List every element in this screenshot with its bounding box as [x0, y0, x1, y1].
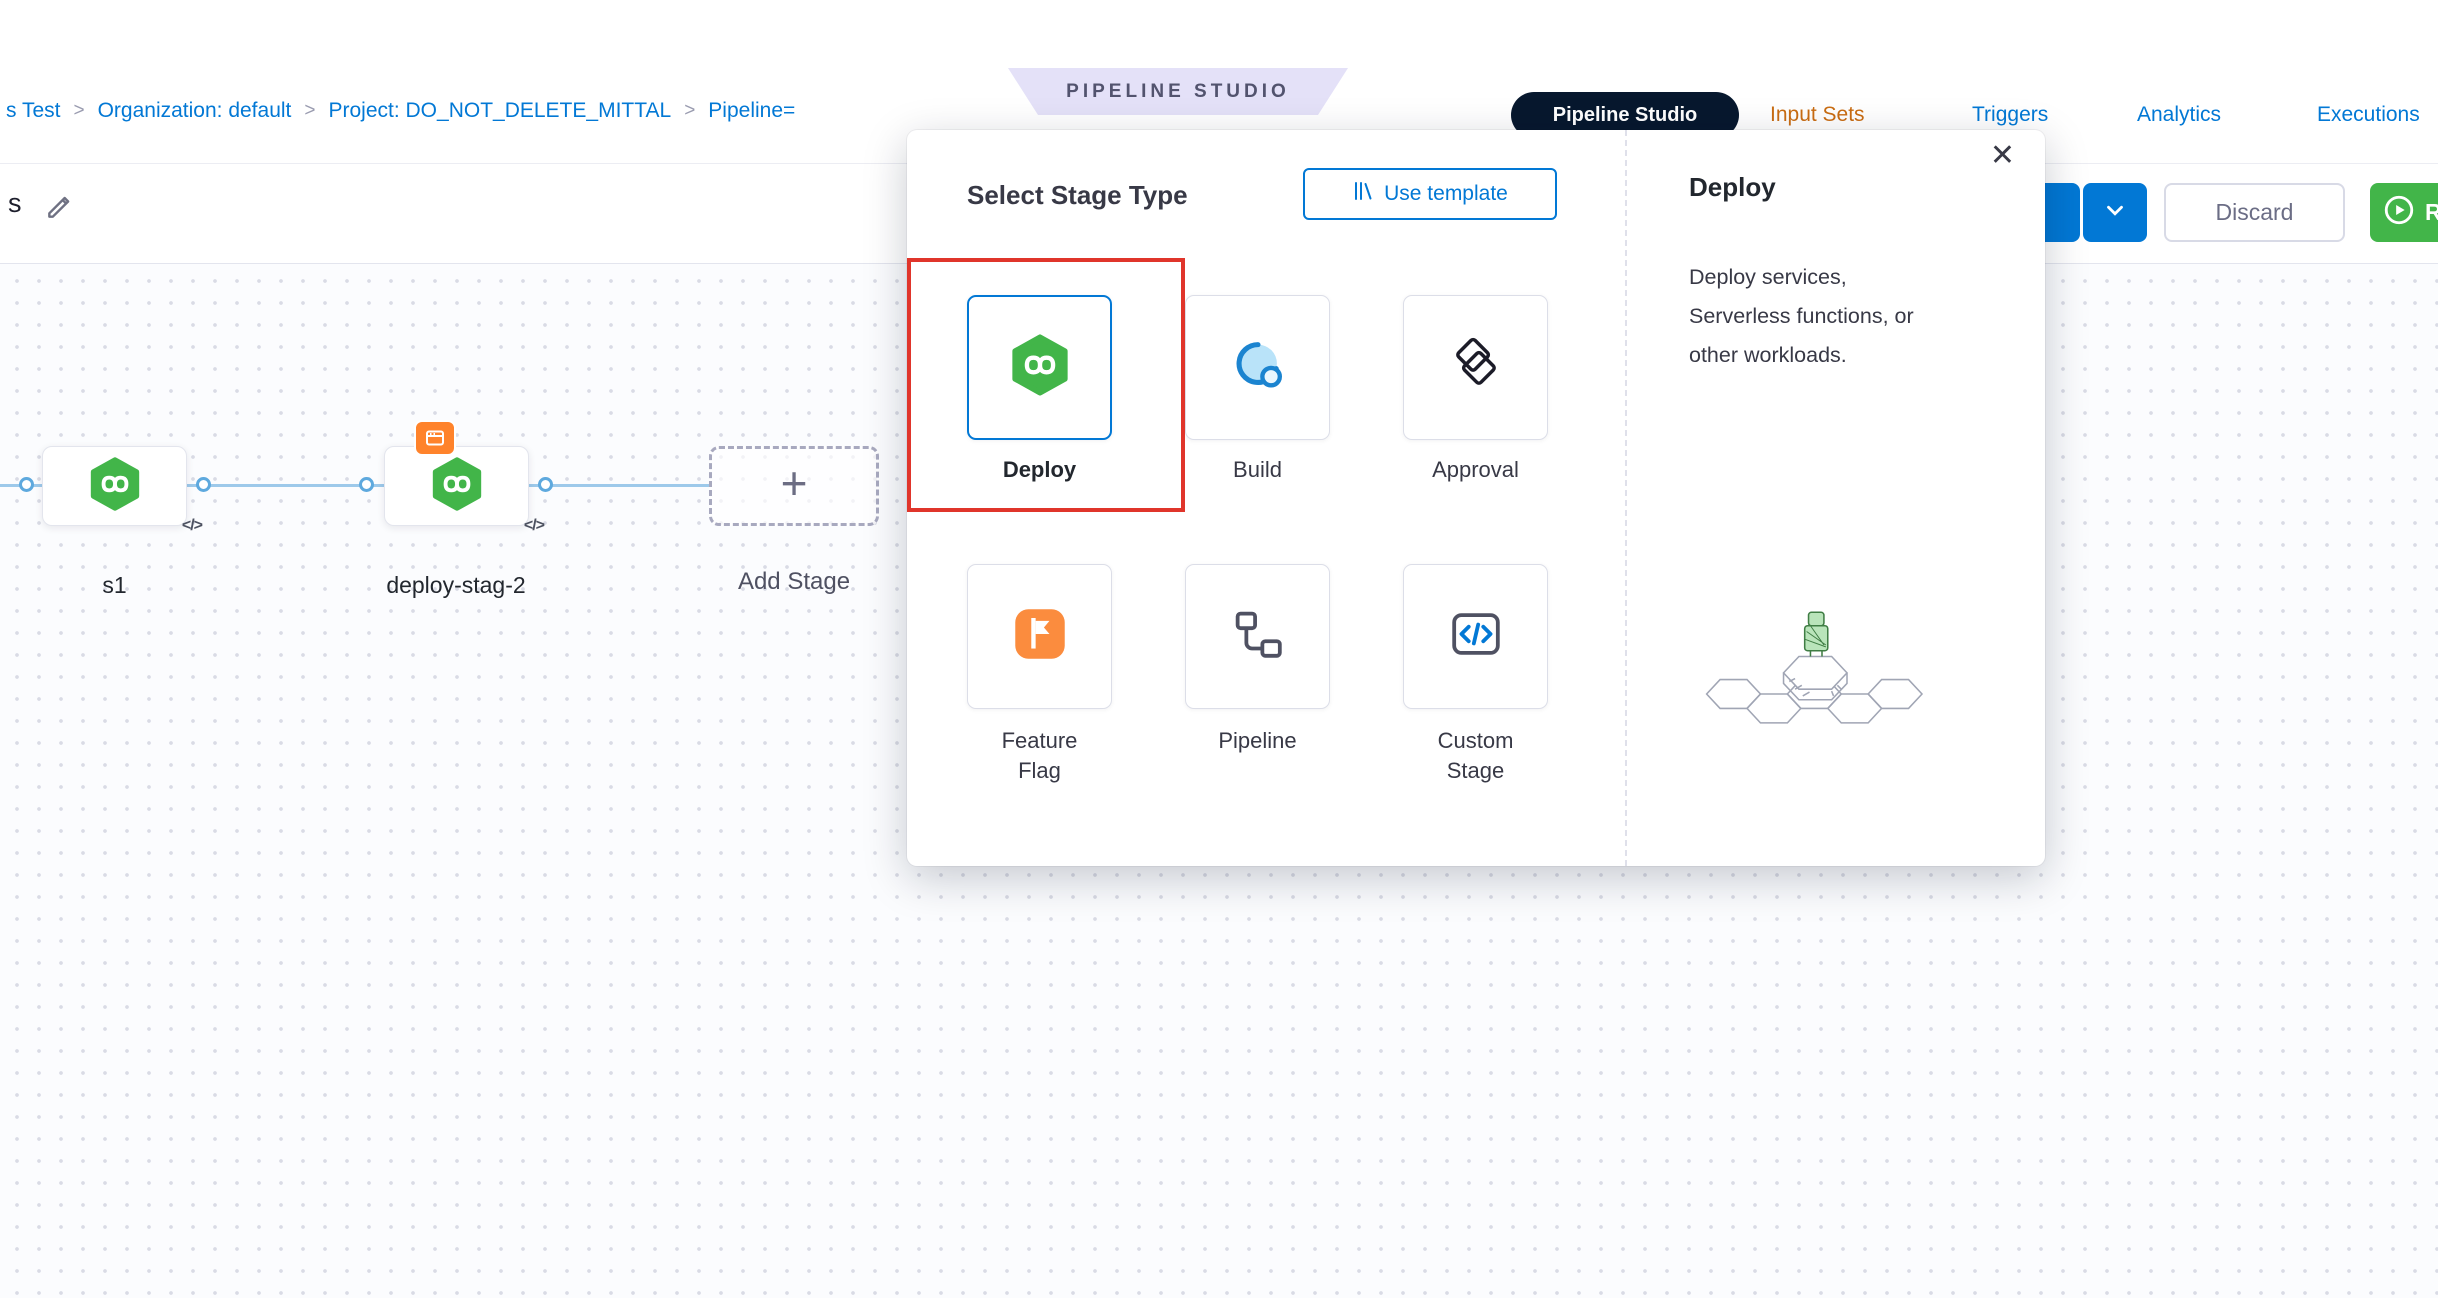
- deploy-stage-icon: [1008, 333, 1072, 402]
- use-template-button[interactable]: Use template: [1303, 168, 1557, 220]
- pipeline-studio-ribbon: PIPELINE STUDIO: [1008, 68, 1348, 115]
- stage-warning-badge-icon: [414, 420, 456, 456]
- stage-type-card-pipeline[interactable]: [1185, 564, 1330, 709]
- chevron-down-icon: [2102, 197, 2128, 228]
- nav-link-analytics[interactable]: Analytics: [2137, 103, 2221, 127]
- code-view-icon[interactable]: </>: [524, 517, 544, 535]
- stage-type-label-custom-stage: Custom Stage: [1420, 726, 1531, 786]
- select-stage-type-modal: Select Stage Type Use template Deploy: [907, 130, 2045, 866]
- stage-type-card-feature-flag[interactable]: [967, 564, 1112, 709]
- pipeline-name-fragment: s: [8, 188, 22, 219]
- nav-link-triggers[interactable]: Triggers: [1972, 103, 2048, 127]
- stage-name-label: s1: [42, 572, 187, 599]
- nav-link-executions[interactable]: Executions: [2317, 103, 2420, 127]
- stage-type-card-build[interactable]: [1185, 295, 1330, 440]
- deploy-hexagon-illustration: [1697, 595, 1947, 748]
- edit-pencil-icon[interactable]: [44, 190, 78, 224]
- custom-stage-icon: [1444, 602, 1508, 671]
- build-stage-icon: [1226, 333, 1290, 402]
- pipeline-stage-icon: [1226, 602, 1290, 671]
- stage-node-deploy-stag-2[interactable]: </>: [384, 446, 529, 526]
- breadcrumb-item[interactable]: s Test: [6, 99, 60, 123]
- stage-type-card-approval[interactable]: [1403, 295, 1548, 440]
- plus-icon: +: [781, 460, 808, 506]
- breadcrumb-item-organization[interactable]: Organization: default: [98, 99, 292, 123]
- stage-type-label-deploy: Deploy: [967, 455, 1112, 485]
- stage-type-label-feature-flag: Feature Flag: [984, 726, 1095, 786]
- stage-type-card-deploy[interactable]: [967, 295, 1112, 440]
- connector-node: [538, 477, 553, 492]
- breadcrumb-separator: >: [73, 100, 84, 122]
- connector-node: [19, 477, 34, 492]
- stage-type-card-custom-stage[interactable]: [1403, 564, 1548, 709]
- run-play-icon: [2382, 193, 2416, 233]
- breadcrumb-separator: >: [304, 100, 315, 122]
- discard-button[interactable]: Discard: [2164, 183, 2345, 242]
- stage-type-label-build: Build: [1185, 455, 1330, 485]
- use-template-label: Use template: [1384, 182, 1508, 206]
- stage-detail-title: Deploy: [1689, 172, 1776, 203]
- feature-flag-stage-icon: [1008, 602, 1072, 671]
- breadcrumb-item-project[interactable]: Project: DO_NOT_DELETE_MITTAL: [328, 99, 671, 123]
- breadcrumb-separator: >: [684, 100, 695, 122]
- connector-node: [359, 477, 374, 492]
- add-stage-button[interactable]: +: [709, 446, 879, 526]
- stage-detail-description: Deploy services, Serverless functions, o…: [1689, 258, 1929, 375]
- stage-name-label: deploy-stag-2: [356, 572, 556, 599]
- run-button-label: Run: [2425, 199, 2438, 226]
- connector-node: [196, 477, 211, 492]
- modal-title: Select Stage Type: [967, 180, 1188, 211]
- run-button[interactable]: Run: [2370, 183, 2438, 242]
- save-options-button[interactable]: [2083, 183, 2147, 242]
- approval-stage-icon: [1444, 333, 1508, 402]
- code-view-icon[interactable]: </>: [182, 517, 202, 535]
- harness-cd-icon: [429, 456, 485, 517]
- breadcrumb: s Test > Organization: default > Project…: [6, 99, 795, 123]
- stage-type-label-pipeline: Pipeline: [1185, 726, 1330, 756]
- template-library-icon: [1352, 180, 1374, 208]
- add-stage-label: Add Stage: [709, 568, 879, 596]
- stage-node-s1[interactable]: </>: [42, 446, 187, 526]
- nav-link-input-sets[interactable]: Input Sets: [1770, 103, 1865, 127]
- close-icon[interactable]: ✕: [1990, 138, 2015, 174]
- stage-type-label-approval: Approval: [1403, 455, 1548, 485]
- panel-divider: [1625, 130, 1627, 866]
- harness-cd-icon: [87, 456, 143, 517]
- breadcrumb-item-pipeline[interactable]: Pipeline=: [708, 99, 795, 123]
